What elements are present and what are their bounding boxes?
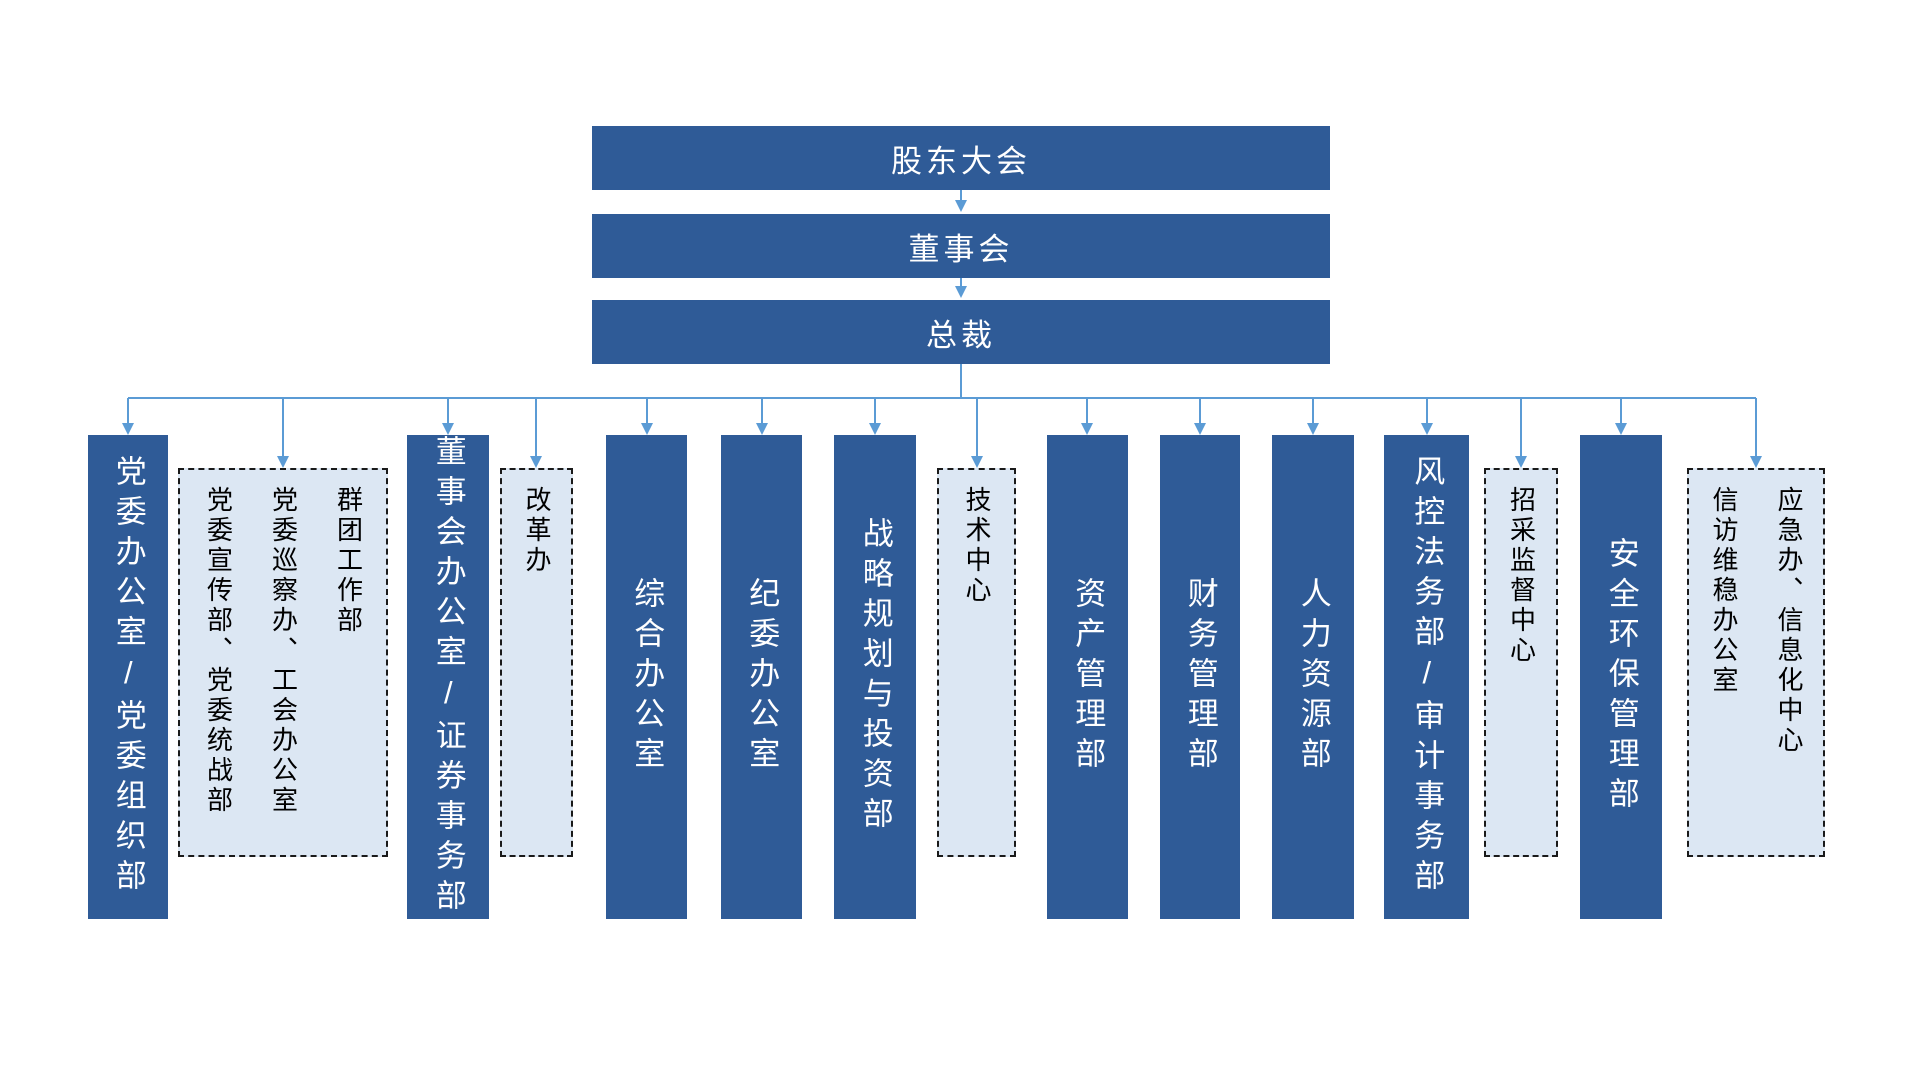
dept-risk-legal-audit: 风控法务部/审计事务部 [1384, 435, 1469, 919]
node-president: 总裁 [592, 300, 1330, 364]
dept-strategy-investment-label: 战略规划与投资部 [857, 517, 893, 837]
dept-finance-management-label: 财务管理部 [1182, 577, 1218, 777]
dept-mass-work-group-label: 群团工作部 党委巡察办、工会办公室 党委宣传部、党委统战部 [203, 486, 364, 816]
dept-reform-office-label: 改革办 [522, 486, 552, 576]
dept-discipline-office-label: 纪委办公室 [744, 577, 780, 777]
node-president-label: 总裁 [926, 317, 996, 353]
dept-board-office-securities: 董事会办公室/证券事务部 [407, 435, 489, 919]
dept-technology-center-label: 技术中心 [962, 486, 992, 606]
dept-party-committee-office-org-label: 党委办公室/党委组织部 [110, 455, 146, 899]
dept-strategy-investment: 战略规划与投资部 [834, 435, 916, 919]
dept-asset-management-label: 资产管理部 [1070, 577, 1106, 777]
dept-safety-environment-management-label: 安全环保管理部 [1603, 537, 1639, 817]
dept-finance-management: 财务管理部 [1160, 435, 1240, 919]
node-board-of-directors-label: 董事会 [908, 231, 1014, 267]
dept-safety-environment-management: 安全环保管理部 [1580, 435, 1662, 919]
dept-human-resources-label: 人力资源部 [1295, 577, 1331, 777]
dept-procurement-supervision-center-label: 招采监督中心 [1506, 486, 1537, 666]
dept-procurement-supervision-center: 招采监督中心 [1484, 468, 1558, 857]
node-shareholders-meeting: 股东大会 [592, 126, 1330, 190]
dept-emergency-info-petition-group: 应急办、信息化中心 信访维稳办公室 [1687, 468, 1825, 857]
dept-emergency-info-petition-group-label: 应急办、信息化中心 信访维稳办公室 [1709, 486, 1804, 756]
dept-risk-legal-audit-label: 风控法务部/审计事务部 [1409, 455, 1445, 899]
dept-human-resources: 人力资源部 [1272, 435, 1354, 919]
dept-technology-center: 技术中心 [937, 468, 1016, 857]
dept-asset-management: 资产管理部 [1047, 435, 1128, 919]
dept-mass-work-group: 群团工作部 党委巡察办、工会办公室 党委宣传部、党委统战部 [178, 468, 388, 857]
dept-party-committee-office-org: 党委办公室/党委组织部 [88, 435, 168, 919]
dept-general-office-label: 综合办公室 [629, 577, 665, 777]
dept-reform-office: 改革办 [500, 468, 573, 857]
dept-discipline-office: 纪委办公室 [721, 435, 802, 919]
node-board-of-directors: 董事会 [592, 214, 1330, 278]
dept-board-office-securities-label: 董事会办公室/证券事务部 [430, 435, 466, 919]
dept-general-office: 综合办公室 [606, 435, 687, 919]
node-shareholders-meeting-label: 股东大会 [891, 143, 1031, 179]
